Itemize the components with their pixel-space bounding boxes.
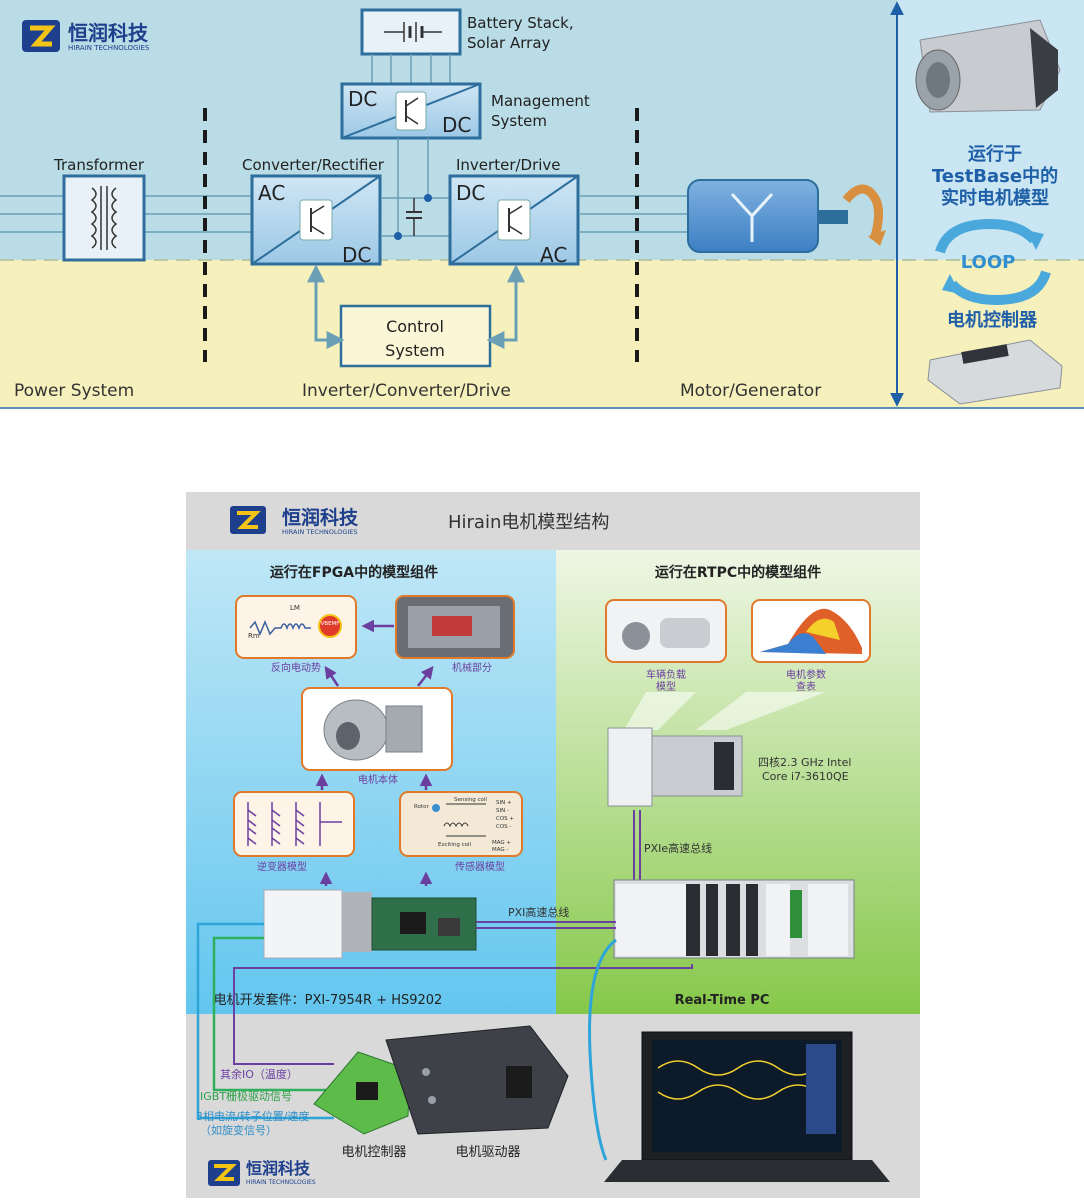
converter-rectifier-block: Converter/Rectifier AC DC (242, 156, 385, 267)
exciting-coil-label: Exciting coil (438, 842, 472, 848)
cos-plus-label: COS + (496, 816, 514, 822)
transformer-block: Transformer (53, 156, 146, 262)
motor-generator-label: Motor/Generator (680, 381, 821, 401)
hirain-motor-model-diagram: 恒润科技 HIRAIN TECHNOLOGIES Hirain电机模型结构 运行… (186, 492, 920, 1198)
mechanical-box (395, 595, 515, 659)
laptop (604, 1031, 890, 1182)
drive-system-diagram: 恒润科技 HIRAIN TECHNOLOGIES Battery Stack, … (0, 0, 1084, 409)
control-label: Control (386, 317, 444, 336)
inverter-model-label: 逆变器模型 (257, 860, 307, 873)
vehicle-load-label-1: 车辆负载 (646, 668, 686, 681)
loop-label: LOOP (961, 252, 1016, 273)
battery-label: Battery Stack, (467, 14, 574, 32)
converter-ac: AC (258, 181, 285, 205)
inverter-model-box (233, 791, 355, 857)
realtime-label-2: TestBase中的 (932, 165, 1058, 187)
inverter-ac: AC (540, 243, 567, 267)
motor-driver-box (385, 1025, 569, 1135)
converter-dc: DC (342, 243, 371, 267)
driver-label: 电机驱动器 (455, 1145, 520, 1160)
pxi-bus-label: PXI高速总线 (508, 905, 569, 919)
motor-block (687, 179, 886, 253)
signal-label-1: 3相电流/转子位置/速度 (196, 1109, 309, 1123)
ecu-board (313, 1051, 411, 1135)
mag-minus-label: MAG - (492, 847, 508, 853)
mag-plus-label: MAG + (492, 840, 511, 846)
header-logo-en: HIRAIN TECHNOLOGIES (282, 528, 358, 536)
bms-dcdc-block: DC DC Management System (340, 82, 590, 140)
logo-en: HIRAIN TECHNOLOGIES (68, 44, 150, 52)
rtpc-controller (607, 727, 743, 807)
rotor-label: Rotor (414, 804, 429, 810)
kit-label: 电机开发套件：PXI-7954R + HS9202 (214, 992, 443, 1008)
rm-label: Rm (248, 632, 260, 640)
inverter-label: Inverter/Drive (456, 156, 561, 174)
fpga-title: 运行在FPGA中的模型组件 (270, 564, 438, 581)
header-logo: 恒润科技 HIRAIN TECHNOLOGIES (230, 506, 359, 536)
bms-dc-in: DC (348, 87, 377, 111)
bms-dc-out: DC (442, 113, 471, 137)
motor-body-label: 电机本体 (358, 773, 398, 786)
vehicle-load-box (605, 599, 727, 663)
realtime-label-1: 运行于 (968, 143, 1022, 165)
cpu-label-1: 四核2.3 GHz Intel (758, 755, 851, 769)
footer-logo-cn: 恒润科技 (246, 1159, 311, 1178)
motor-hardware-image (915, 19, 1061, 113)
pxi-chassis (613, 879, 855, 959)
cpu-label-2: Core i7-3610QE (762, 770, 849, 783)
rtpc-title: 运行在RTPC中的模型组件 (655, 564, 821, 581)
logo-cn: 恒润科技 (68, 21, 149, 45)
solar-label: Solar Array (467, 34, 551, 52)
vbemf-label: VBEMF (321, 621, 340, 627)
vehicle-load-label-2: 模型 (656, 680, 676, 693)
transformer-label: Transformer (53, 156, 145, 174)
lm-label: LM (290, 604, 300, 612)
cos-minus-label: COS - (496, 824, 511, 830)
control-system-block: Control System (339, 304, 492, 368)
footer-logo-en: HIRAIN TECHNOLOGIES (246, 1179, 316, 1186)
diagram-title: Hirain电机模型结构 (448, 512, 609, 533)
sin-plus-label: SIN + (496, 800, 512, 806)
converter-label: Converter/Rectifier (242, 156, 385, 174)
loop-icon (935, 218, 1051, 306)
rtpc-label: Real-Time PC (675, 993, 770, 1008)
icd-label: Inverter/Converter/Drive (302, 381, 511, 401)
controller-hardware-image (927, 339, 1063, 405)
other-io-label: 其余IO（温度） (220, 1067, 298, 1081)
motor-body-box (301, 687, 453, 771)
controller-label: 电机控制器 (947, 309, 1038, 331)
inverter-drive-block: Inverter/Drive DC AC (448, 156, 580, 267)
param-label-1: 电机参数 (786, 668, 826, 681)
igbt-signal-label: IGBT栅极驱动信号 (200, 1089, 292, 1103)
sensor-model-label: 传感器模型 (455, 860, 505, 873)
motor-param-box (751, 599, 871, 663)
back-emf-box: VBEMF LM Rm (235, 595, 357, 659)
sensing-coil-label: Sensing coil (454, 797, 487, 803)
param-label-2: 查表 (796, 680, 816, 693)
footer-logo: 恒润科技 HIRAIN TECHNOLOGIES (208, 1159, 316, 1186)
inverter-dc: DC (456, 181, 485, 205)
fpga-hardware (263, 889, 477, 959)
dc-link-capacitor (406, 198, 422, 236)
back-emf-label: 反向电动势 (271, 661, 321, 674)
sensor-model-box: Sensing coil Exciting coil Rotor SIN + S… (399, 791, 523, 857)
company-logo: 恒润科技 HIRAIN TECHNOLOGIES (22, 20, 150, 52)
mechanical-label: 机械部分 (452, 661, 492, 674)
ecu-label: 电机控制器 (341, 1145, 406, 1160)
control-label-2: System (385, 341, 445, 360)
power-system-label: Power System (14, 381, 134, 401)
signal-label-2: （如旋变信号） (200, 1123, 277, 1137)
realtime-label-3: 实时电机模型 (941, 187, 1049, 209)
pxie-bus-label: PXIe高速总线 (644, 841, 712, 855)
header-logo-cn: 恒润科技 (282, 506, 359, 529)
bms-label: Management (491, 92, 590, 110)
sin-minus-label: SIN - (496, 808, 509, 814)
bms-label-2: System (491, 112, 547, 130)
